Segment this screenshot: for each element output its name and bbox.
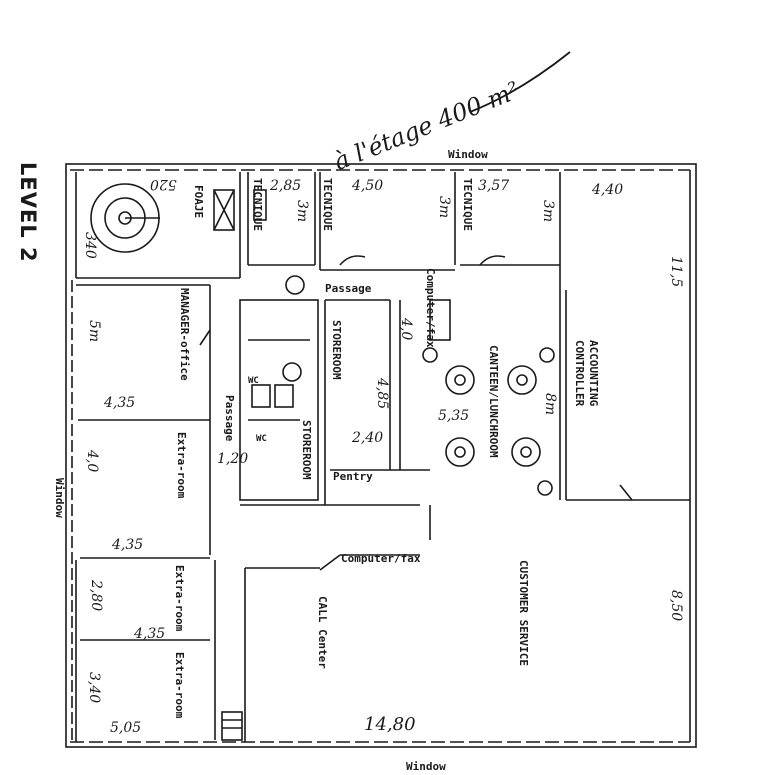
room-extra-3: Extra-room — [173, 652, 186, 719]
room-tecnique-1: TECNIQUE — [251, 178, 264, 231]
room-computer-fax-top: Computer/fax — [424, 268, 437, 348]
window-label-top: Window — [448, 148, 488, 161]
dim-extra2-h: 2,80 — [88, 580, 104, 612]
dim-tec1-w: 2,85 — [270, 178, 302, 194]
room-pentry: Pentry — [333, 470, 373, 483]
level-title: LEVEL 2 — [16, 162, 40, 263]
dim-bottom-w: 14,80 — [364, 714, 416, 735]
dim-extra1-h: 4,0 — [84, 450, 100, 473]
dim-canteen-h: 8m — [542, 393, 558, 416]
outer-wall — [65, 163, 697, 748]
dim-extra3-w: 5,05 — [110, 720, 142, 736]
dim-stair-h: 340 — [82, 232, 98, 259]
dim-right-w: 4,40 — [592, 182, 624, 198]
room-manager-office: MANAGER-office — [178, 288, 191, 381]
room-wc-2: WC — [256, 434, 267, 444]
room-accounting: ACCOUNTING CONTROLLER — [573, 340, 600, 407]
dim-extra2-w: 4,35 — [134, 626, 166, 642]
dim-tec2-w: 4,50 — [352, 178, 384, 194]
window-label-left: Window — [53, 478, 66, 518]
room-customer-service: CUSTOMER SERVICE — [517, 560, 530, 666]
room-passage-top: Passage — [325, 282, 372, 295]
dim-right-lower-h: 8,50 — [668, 590, 684, 622]
dim-tec3-h: 3m — [540, 200, 556, 223]
room-foaje: FOAJE — [192, 185, 205, 219]
room-extra-1: Extra-room — [175, 432, 188, 499]
room-tecnique-3: TECNIQUE — [461, 178, 474, 231]
room-storeroom-1: STOREROOM — [330, 320, 343, 380]
dim-manager-w: 4,35 — [104, 395, 136, 411]
room-storeroom-2: STOREROOM — [300, 420, 313, 480]
dim-tec2-h: 3m — [436, 196, 452, 219]
dim-right-h: 11,5 — [668, 256, 684, 288]
room-computer-fax-mid: Computer/fax — [341, 552, 421, 565]
dim-tec1-h: 3m — [294, 200, 310, 223]
dim-extra3-h: 3,40 — [86, 672, 102, 704]
table-group — [422, 347, 555, 496]
dim-extra1-w: 4,35 — [112, 537, 144, 553]
room-tecnique-2: TECNIQUE — [321, 178, 334, 231]
room-extra-2: Extra-room — [173, 565, 186, 632]
room-canteen: CANTEEN/LUNCHROOM — [487, 345, 500, 458]
dim-passage-w: 1,20 — [217, 451, 249, 467]
room-passage-left: Passage — [223, 395, 236, 442]
dim-store-b: 4,85 — [374, 378, 390, 410]
room-call-center: CALL Center — [316, 596, 329, 669]
dim-manager-h: 5m — [86, 320, 102, 343]
dim-canteen-w: 5,35 — [438, 408, 470, 424]
dim-tec3-w: 3,57 — [478, 178, 510, 194]
room-wc-1: WC — [248, 376, 259, 386]
dim-stair-w: 520 — [150, 176, 177, 192]
window-label-bottom: Window — [406, 760, 446, 773]
dim-store-c: 2,40 — [352, 430, 384, 446]
dim-store-a: 4,0 — [398, 318, 414, 341]
